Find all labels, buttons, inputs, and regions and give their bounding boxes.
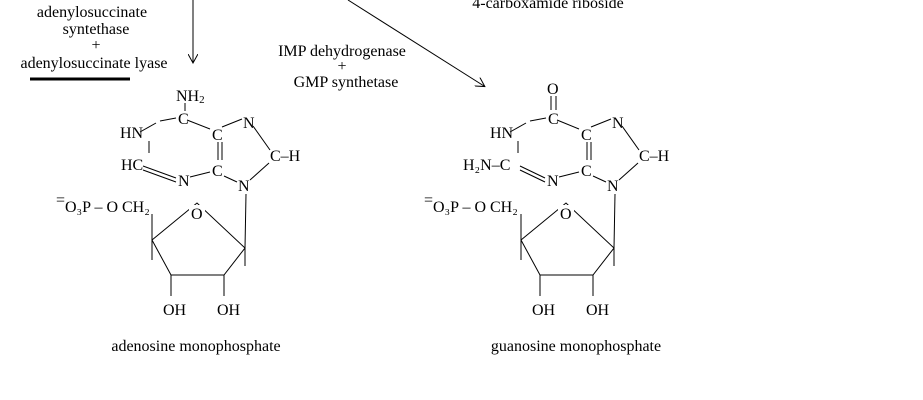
gmp-n-top-right: N <box>612 115 624 132</box>
gmp-ch: C–H <box>639 148 670 165</box>
left-enzyme-plus: + <box>91 37 100 54</box>
gmp-bond <box>592 175 607 183</box>
amp-ring-o: O <box>191 206 203 223</box>
gmp-c-mid-top: C <box>581 127 592 144</box>
gmp-oh-right: OH <box>586 302 610 319</box>
amp-bond <box>139 122 157 133</box>
gmp-bond <box>556 119 580 130</box>
left-enzyme-line2: syntethase <box>63 21 130 38</box>
amp-structure: NH2 HN C C N C–H HC C N N O = <box>56 88 301 355</box>
left-enzyme-line1: adenylosuccinate <box>37 4 147 21</box>
amp-bond <box>252 125 271 151</box>
gmp-o-top: O <box>547 81 559 98</box>
amp-bond <box>244 193 247 249</box>
gmp-bond <box>519 169 546 183</box>
amp-n-bot-mid: N <box>178 173 190 190</box>
amp-oh-left: OH <box>163 302 187 319</box>
gmp-bond <box>613 193 616 249</box>
amp-ch: C–H <box>270 148 301 165</box>
amp-n-top-right: N <box>243 115 255 132</box>
gmp-phosphate-charge: = <box>424 192 433 209</box>
amp-phosphate: O₃P – O CH₂ <box>65 199 150 216</box>
amp-ring-o-bg <box>189 205 205 221</box>
amp-bond <box>186 119 211 130</box>
amp-bond <box>223 175 238 183</box>
gmp-bond <box>529 117 547 122</box>
amp-bond <box>249 162 270 181</box>
amp-c-top: C <box>178 111 189 128</box>
gmp-phosphate: O₃P – O CH₂ <box>433 199 518 216</box>
middle-enzyme-line1: IMP dehydrogenase <box>278 43 406 60</box>
gmp-bond <box>590 118 612 128</box>
middle-enzyme-line2: GMP synthetase <box>294 74 399 91</box>
left-enzyme-line3: adenylosuccinate lyase <box>20 55 167 72</box>
gmp-c-top: C <box>548 111 559 128</box>
middle-enzyme-plus: + <box>337 58 346 75</box>
amp-bond <box>159 117 177 122</box>
amp-hn: HN <box>120 125 144 142</box>
gmp-bond <box>558 171 580 178</box>
arrow-diagonal-to-gmp <box>347 0 484 86</box>
gmp-bond <box>618 162 639 181</box>
top-right-fragment-label: 4-carboxamide riboside <box>472 0 624 12</box>
amp-bond <box>221 118 243 128</box>
gmp-name: guanosine monophosphate <box>491 338 661 355</box>
amp-bond <box>142 165 177 179</box>
amp-n-bot-right: N <box>238 178 250 195</box>
amp-hc: HC <box>121 157 143 174</box>
amp-name: adenosine monophosphate <box>111 338 280 355</box>
gmp-bond <box>621 125 640 151</box>
gmp-ring-o: O <box>560 206 572 223</box>
amp-c-mid-top: C <box>212 127 223 144</box>
amp-nh2: NH2 <box>176 88 205 106</box>
amp-bond <box>189 171 211 178</box>
gmp-oh-left: OH <box>532 302 556 319</box>
gmp-bond <box>519 165 546 179</box>
gmp-h2n: H₂N–C <box>463 157 510 174</box>
gmp-hn: HN <box>490 125 514 142</box>
gmp-n-bot-mid: N <box>547 173 559 190</box>
gmp-n-bot-right: N <box>607 178 619 195</box>
gmp-c-mid-bot: C <box>581 163 592 180</box>
gmp-bond <box>509 122 527 133</box>
amp-phosphate-charge: = <box>56 192 65 209</box>
gmp-structure: O HN C C N C–H H₂N–C C N N O <box>424 81 670 355</box>
amp-oh-right: OH <box>217 302 241 319</box>
gmp-ring-o-bg <box>558 205 574 221</box>
amp-bond <box>142 169 177 183</box>
amp-c-mid-bot: C <box>212 163 223 180</box>
